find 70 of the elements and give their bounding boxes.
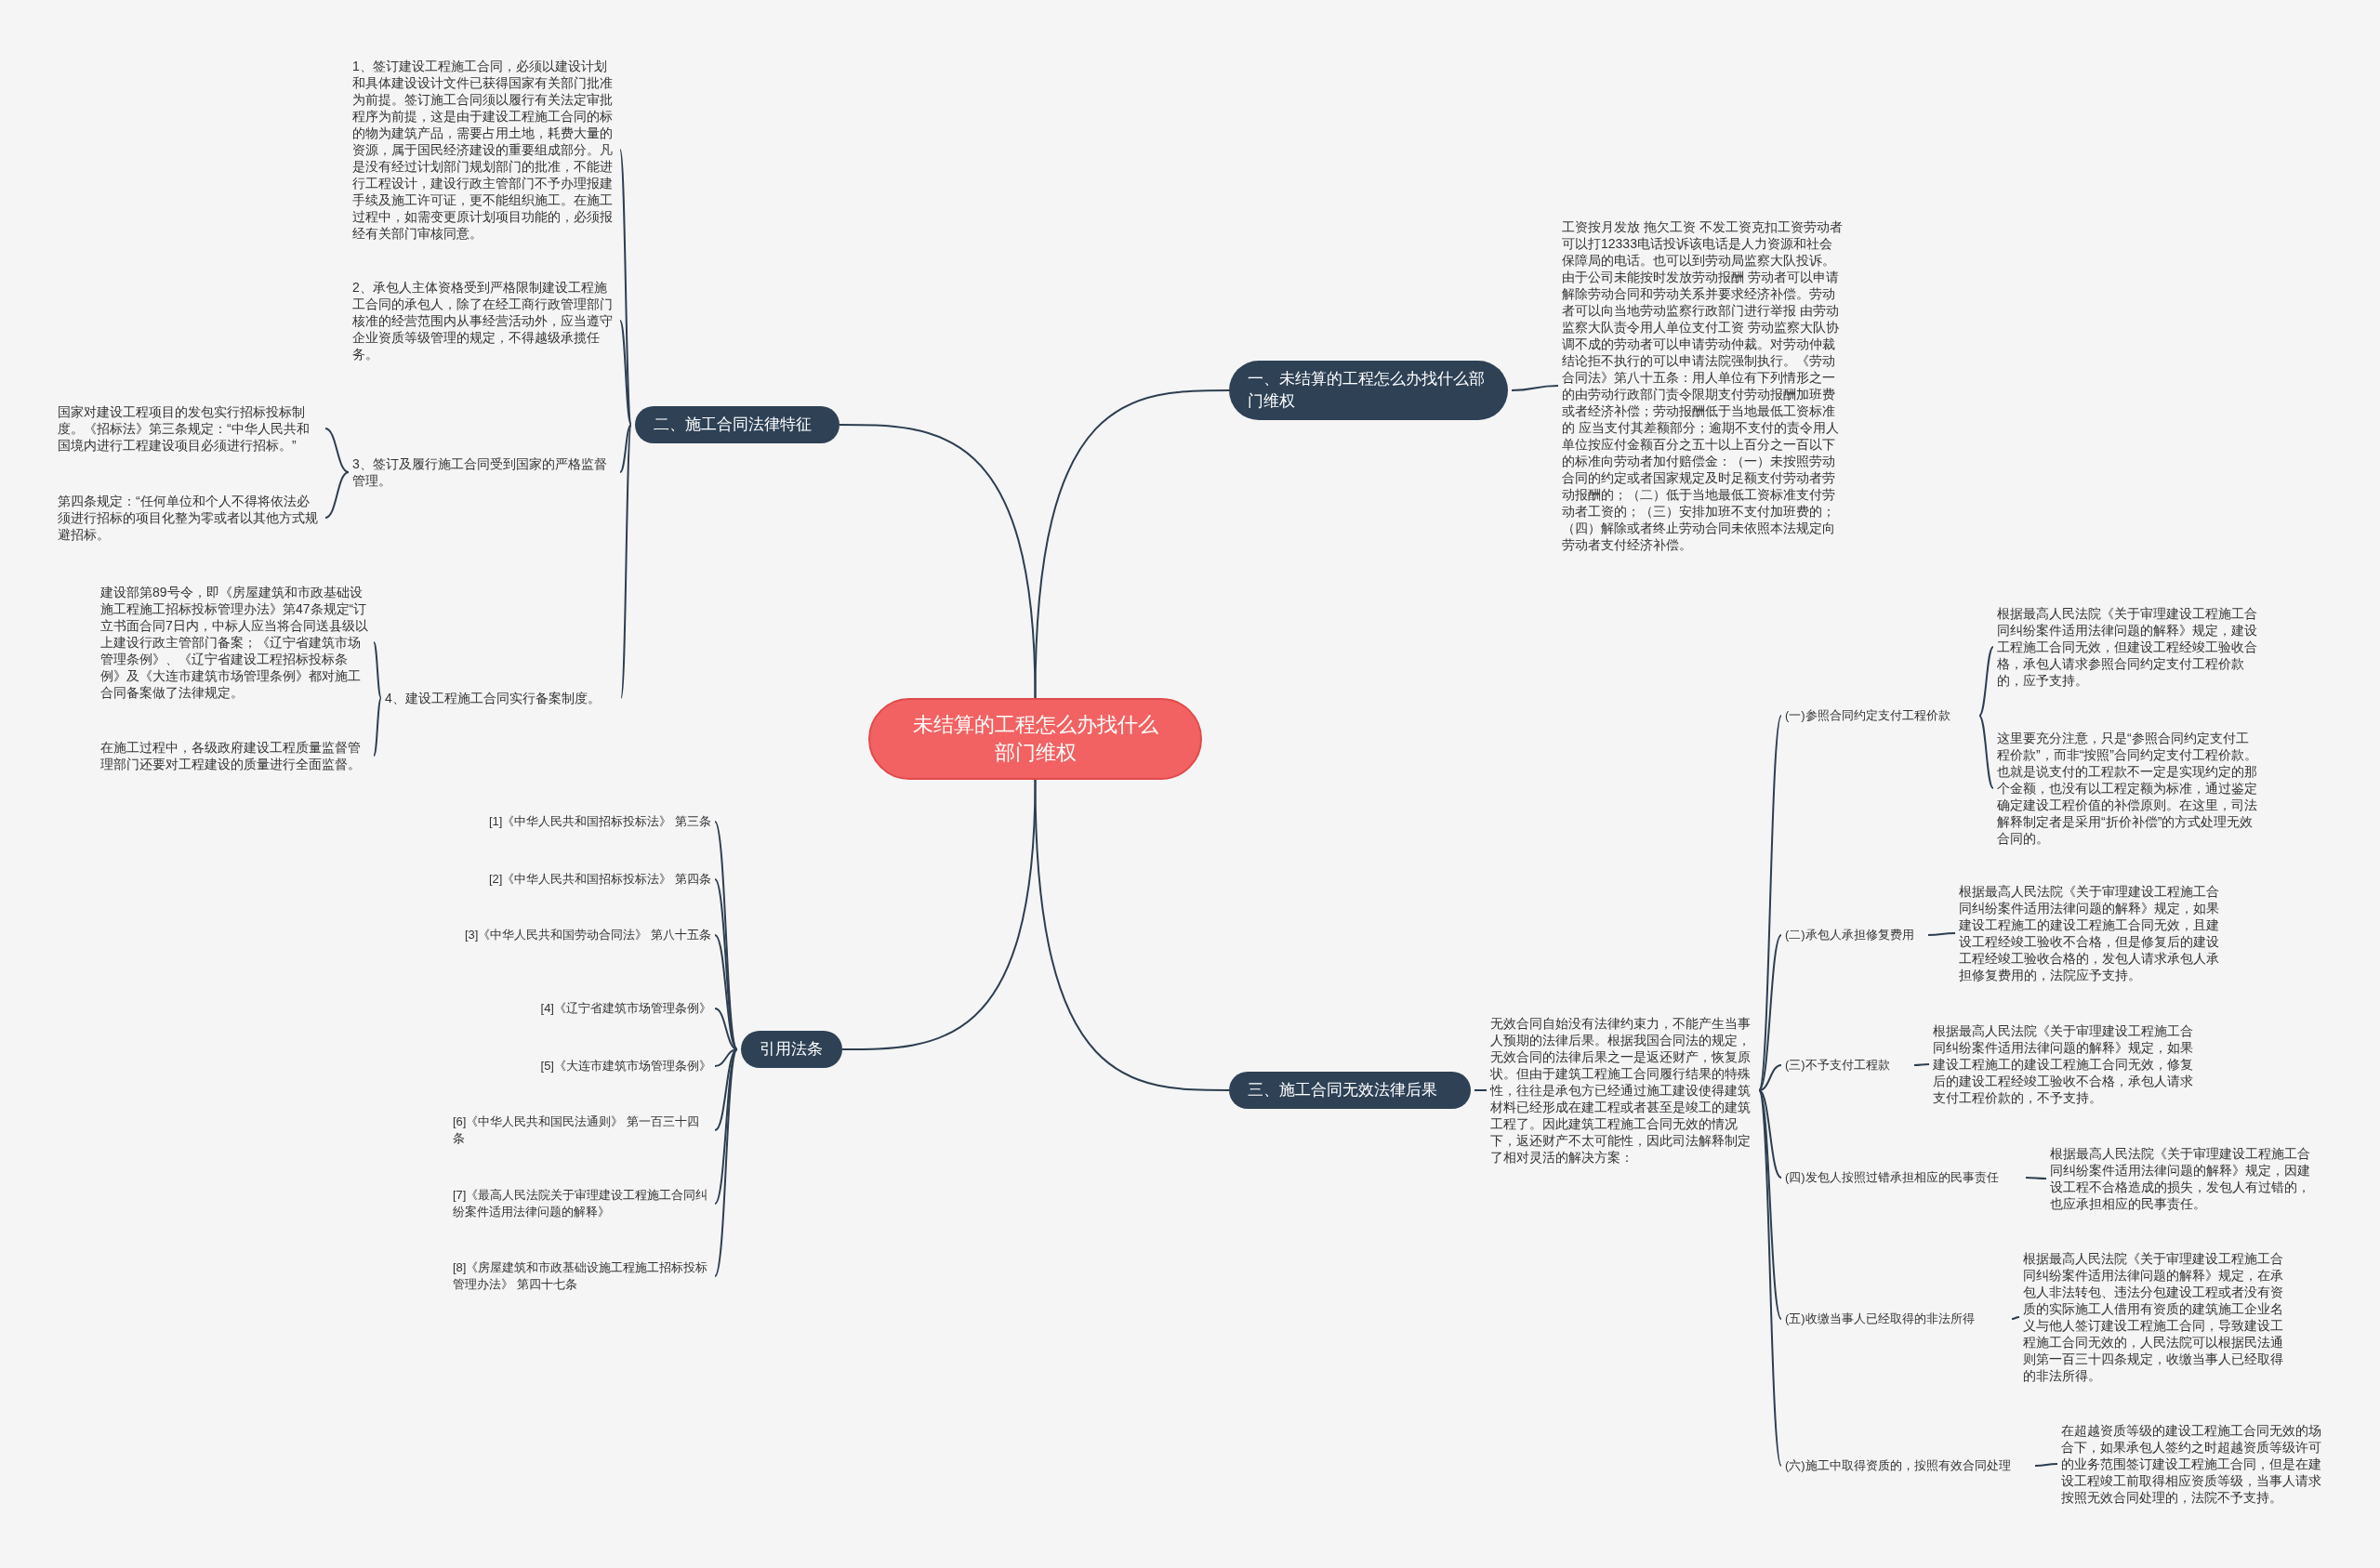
connector-line — [373, 697, 382, 757]
note-text: 3、签订及履行施工合同受到国家的严格监督管理。 — [352, 455, 616, 489]
connector-line — [2025, 1177, 2047, 1179]
subtopic-label: (二)承包人承担修复费用 — [1785, 927, 1924, 943]
connector-line — [1758, 934, 1782, 1091]
subtopic-label: (四)发包人按照过错承担相应的民事责任 — [1785, 1169, 2022, 1186]
note-text: 4、建设工程施工合同实行备案制度。 — [385, 690, 617, 706]
connector-line — [1474, 1089, 1488, 1091]
connector-line — [620, 424, 632, 699]
note-text: 在超越资质等级的建设工程施工合同无效的场合下，如果承包人签约之时超越资质等级许可的业务范围签订建设工程施工合同，但是在建设工程竣工前取得相应资质等级，当事人请求按照无效合同处理的，法院不予支持。 — [2061, 1422, 2326, 1506]
connector-line — [1758, 1089, 1782, 1179]
central-topic: 未结算的工程怎么办找什么部门维权 — [868, 698, 1202, 780]
note-text: 无效合同自始没有法律约束力，不能产生当事人预期的法律后果。根据我国合同法的规定，无效合同的法律后果之一是返还财产，恢复原状。但由于建筑工程施工合同履行结果的特殊性，往往是承包方已经通过施工建设使得建筑材料已经形成在建工程或者甚至是竣工的建筑工程了。因此建筑工程施工合同无效的情况下，返还财产不太可能性，因此司法解释制定了相对灵活的解决方案： — [1490, 1015, 1755, 1166]
connector-line — [1034, 389, 1230, 699]
connector-line — [373, 641, 382, 699]
connector-line — [1978, 715, 1994, 789]
connector-line — [714, 1048, 738, 1277]
note-text: 根据最高人民法院《关于审理建设工程施工合同纠纷案件适用法律问题的解释》规定，如果建设工程施工的建设工程施工合同无效，且建设工程经竣工验收不合格，但是修复后的建设工程经竣工验收合格的，发包人请求承包人承担修复费用的，法院应予支持。 — [1959, 883, 2221, 983]
connector-line — [619, 149, 632, 426]
connector-line — [619, 424, 632, 473]
note-text: 根据最高人民法院《关于审理建设工程施工合同纠纷案件适用法律问题的解释》规定，建设工程施工合同无效，但建设工程经竣工验收合格，承包人请求参照合同约定支付工程价款的，应予支持。 — [1997, 605, 2259, 689]
subtopic-label: (一)参照合同约定支付工程价款 — [1785, 707, 1976, 724]
note-text: 根据最高人民法院《关于审理建设工程施工合同纠纷案件适用法律问题的解释》规定，如果建设工程施工的建设工程施工合同无效，修复后的建设工程经竣工验收不合格，承包人请求支付工程价款的，不予支持。 — [1933, 1022, 2195, 1106]
connector-line — [1511, 385, 1559, 391]
note-text: 根据最高人民法院《关于审理建设工程施工合同纠纷案件适用法律问题的解释》规定，在承包人非法转包、违法分包建设工程或者没有资质的实际施工人借用有资质的建筑施工企业名义与他人签订建设工程施工合同，导致建设工程施工合同无效的，人民法院可以根据民法通则第一百三十四条规定，收缴当事人已经取得的非法所得。 — [2023, 1250, 2285, 1384]
connector-line — [2011, 1316, 2020, 1320]
connector-line — [714, 878, 738, 1050]
connector-line — [1758, 715, 1782, 1091]
note-text: 建设部第89号令，即《房屋建筑和市政基础设施工程施工招标投标管理办法》第47条规定“订立书面合同7日内，中标人应当将合同送县级以上建设行政主管部门备案；《辽宁省建筑市场管理条例》、《辽宁省建设工程招标投标条例》及《大连市建筑市场管理条例》都对施工合同备案做了法律规定。 — [100, 584, 370, 701]
citation-text: [7]《最高人民法院关于审理建设工程施工合同纠纷案件适用法律问题的解释》 — [453, 1187, 711, 1220]
connector-line — [1927, 932, 1956, 936]
note-text: 第四条规定：“任何单位和个人不得将依法必须进行招标的项目化整为零或者以其他方式规避招标。 — [58, 493, 322, 543]
connector-line — [714, 1048, 738, 1205]
connector-line — [1034, 779, 1230, 1091]
connector-line — [1978, 646, 1994, 717]
topic-pill: 二、施工合同法律特征 — [635, 406, 840, 443]
note-text: 工资按月发放 拖欠工资 不发工资克扣工资劳动者可以打12333电话投诉该电话是人力资源和社会保障局的电话。也可以到劳动局监察大队投诉。由于公司未能按时发放劳动报酬 劳动者可以申请解除劳动合同和劳动关系并要求经济补偿。劳动者可以向当地劳动监察行政部门进行举报 由劳动监察大队责令用人单位支付工资 劳动监察大队协调不成的劳动者可以申请劳动仲裁。对劳动仲裁结论拒不执行的可以申请法院强制执行。《劳动合同法》第八十五条：用人单位有下列情形之一的由劳动行政部门责令限期支付劳动报酬加班费或者经济补偿；劳动报酬低于当地最低工资标准的 应当支付其差额部分；逾期不支付的责令用人单位按应付金额百分之五十以上百分之一百以下的标准向劳动者加付赔偿金：（一）未按照劳动合同的约定或者国家规定及时足额支付劳动者劳动报酬的；（二）低于当地最低工资标准支付劳动者工资的；（三）安排加班不支付加班费的；（四）解除或者终止劳动合同未依照本法规定向劳动者支付经济补偿。 — [1562, 218, 1843, 553]
connector-line — [714, 1048, 738, 1131]
citation-text: [6]《中华人民共和国民法通则》 第一百三十四条 — [453, 1113, 711, 1147]
subtopic-label: (六)施工中取得资质的，按照有效合同处理 — [1785, 1457, 2031, 1474]
topic-pill: 引用法条 — [741, 1031, 842, 1068]
subtopic-label: (五)收缴当事人已经取得的非法所得 — [1785, 1311, 2008, 1327]
connector-line — [714, 934, 738, 1050]
connector-line — [324, 471, 350, 519]
citation-text: [3]《中华人民共和国劳动合同法》 第八十五条 — [464, 927, 711, 943]
connector-line — [714, 1048, 738, 1067]
connector-line — [839, 424, 1037, 699]
connector-line — [714, 1008, 738, 1050]
citation-text: [2]《中华人民共和国招标投标法》 第四条 — [488, 871, 711, 888]
note-text: 这里要充分注意，只是“参照合同约定支付工程价款”，而非“按照”合同约定支付工程价款。也就是说支付的工程款不一定是实现约定的那个金额，也没有以工程定额为标准，通过鉴定确定建设工程价值的补偿原则。在这里，司法解释制定者是采用“折价补偿”的方式处理无效合同的。 — [1997, 730, 2259, 847]
connector-line — [324, 428, 350, 473]
connector-line — [841, 779, 1037, 1050]
note-text: 1、签订建设工程施工合同，必须以建设计划和具体建设设计文件已获得国家有关部门批准为前提。签订施工合同须以履行有关法定审批程序为前提，这是由于建设工程施工合同的标的物为建筑产品，需要占用土地，耗费大量的资源，属于国民经济建设的重要组成部分。凡是没有经过计划部门规划部门的批准，不能进行工程设计，建设行政主管部门不予办理报建手续及施工许可证，更不能组织施工。在施工过程中，如需变更原计划项目功能的，必须报经有关部门审核同意。 — [352, 58, 616, 242]
connector-line — [619, 320, 632, 426]
connector-line — [1758, 1089, 1782, 1320]
topic-pill: 一、未结算的工程怎么办找什么部门维权 — [1229, 361, 1508, 420]
topic-pill: 三、施工合同无效法律后果 — [1229, 1072, 1471, 1109]
note-text: 在施工过程中，各级政府建设工程质量监督管理部门还要对工程建设的质量进行全面监督。 — [100, 739, 370, 772]
note-text: 根据最高人民法院《关于审理建设工程施工合同纠纷案件适用法律问题的解释》规定，因建设工程不合格造成的损失，发包人有过错的，也应承担相应的民事责任。 — [2050, 1145, 2312, 1212]
connector-line — [2034, 1463, 2058, 1467]
subtopic-label: (三)不予支付工程款 — [1785, 1057, 1911, 1074]
connector-line — [1758, 1064, 1782, 1091]
citation-text: [1]《中华人民共和国招标投标法》 第三条 — [488, 813, 711, 830]
citation-text: [8]《房屋建筑和市政基础设施工程施工招标投标管理办法》 第四十七条 — [453, 1259, 711, 1293]
note-text: 2、承包人主体资格受到严格限制建设工程施工合同的承包人，除了在经工商行政管理部门核准的经营范围内从事经营活动外，应当遵守企业资质等级管理的规定，不得越级承揽任务。 — [352, 279, 616, 362]
connector-line — [1913, 1063, 1930, 1066]
note-text: 国家对建设工程项目的发包实行招标投标制度。《招标法》第三条规定：“中华人民共和国境内进行工程建设项目必须进行招标。” — [58, 403, 322, 454]
citation-text: [5]《大连市建筑市场管理条例》 — [540, 1058, 711, 1074]
connector-line — [1758, 1089, 1782, 1467]
citation-text: [4]《辽宁省建筑市场管理条例》 — [540, 1000, 711, 1017]
